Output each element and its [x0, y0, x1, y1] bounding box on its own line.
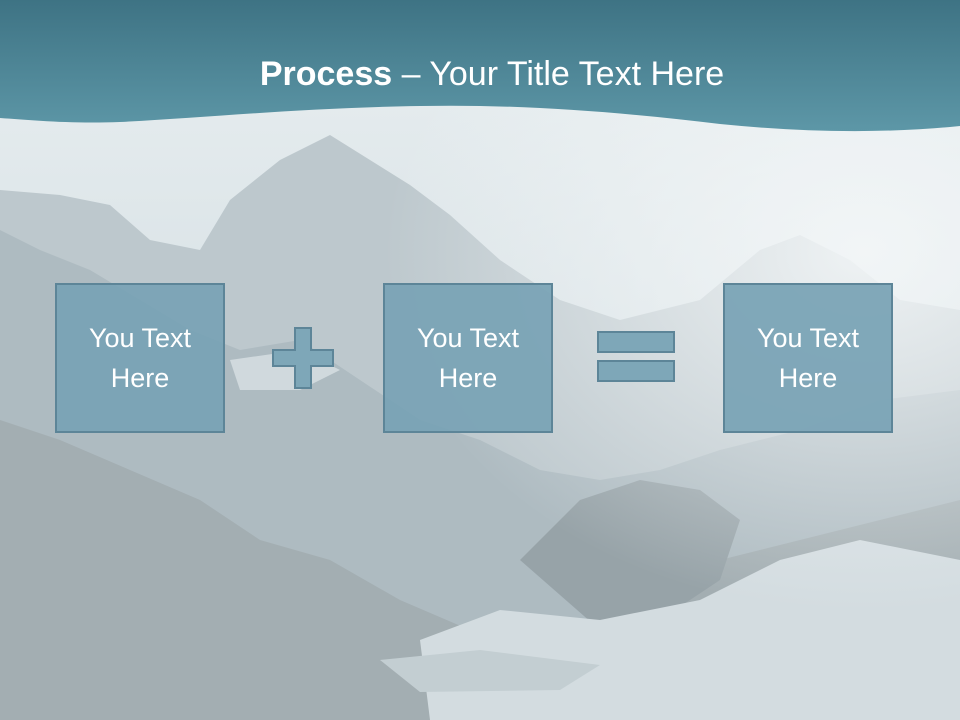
title-bold: Process	[259, 55, 393, 93]
title-rest: – Your Title Text Here	[392, 55, 725, 93]
process-box-2[interactable]: You Text Here	[383, 283, 553, 433]
equals-icon	[597, 331, 675, 382]
process-box-2-text: You Text Here	[416, 323, 520, 393]
page-title: Process – Your Title Text Here	[0, 52, 960, 96]
plus-icon	[272, 327, 334, 389]
process-box-1[interactable]: You Text Here	[55, 283, 225, 433]
process-box-3[interactable]: You Text Here	[723, 283, 893, 433]
process-box-1-text: You Text Here	[88, 323, 192, 393]
process-box-3-text: You Text Here	[756, 323, 860, 393]
